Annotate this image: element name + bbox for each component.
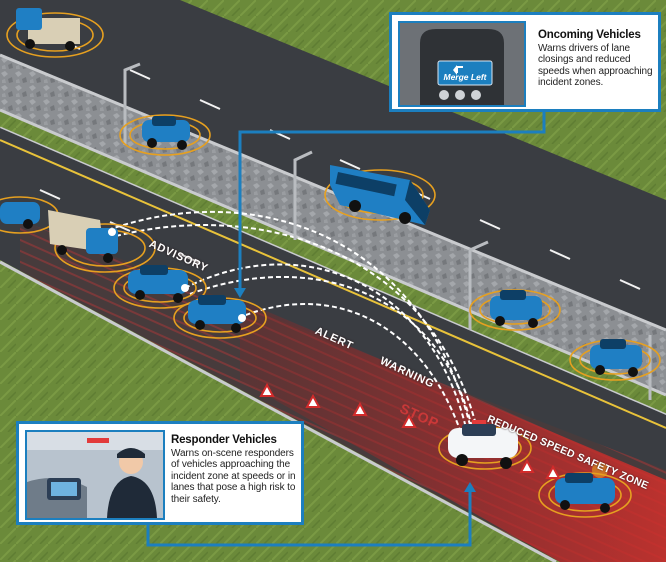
car-icon <box>128 265 189 303</box>
street-light-icon <box>123 62 652 400</box>
car-icon <box>188 295 246 333</box>
arrow-left-icon <box>453 65 463 75</box>
bus-icon <box>330 165 430 225</box>
car-icon <box>490 290 542 328</box>
oncoming-roadway <box>0 0 666 330</box>
car-icon <box>590 339 642 377</box>
car-icon <box>0 202 40 229</box>
oncoming-body: Warns drivers of lane closings and reduc… <box>538 43 653 89</box>
dashboard-sign-illustration <box>398 21 526 107</box>
responder-vehicles-callout: Responder Vehicles Warns on-scene respon… <box>16 421 304 525</box>
truck-icon <box>48 210 118 263</box>
car-icon <box>555 462 615 513</box>
truck-icon <box>16 8 80 51</box>
car-icon <box>142 116 190 150</box>
responder-connector <box>146 490 472 547</box>
responder-title: Responder Vehicles <box>171 434 277 446</box>
warning-triangle-icon <box>259 382 561 479</box>
oncoming-connector <box>238 112 546 290</box>
sign-text: Merge Left <box>443 72 487 82</box>
responder-cab-illustration <box>25 430 165 520</box>
oncoming-title: Oncoming Vehicles <box>538 29 641 41</box>
responder-body: Warns on-scene responders of vehicles ap… <box>171 448 296 505</box>
police-car-icon <box>448 420 518 469</box>
oncoming-vehicles-callout: Merge Left Oncoming Vehicles Warns drive… <box>389 12 661 112</box>
